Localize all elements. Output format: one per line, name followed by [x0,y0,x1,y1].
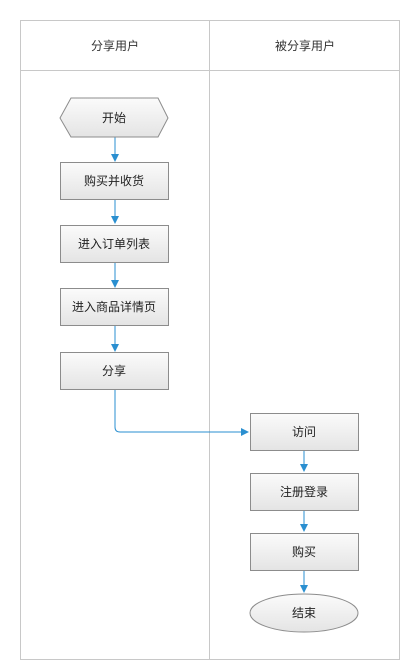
node-register-login-label: 注册登录 [280,484,328,499]
buy-receive-box [60,162,169,200]
register-login-box [250,473,359,511]
share-box [60,352,169,390]
start-hexagon [59,97,169,138]
lane-title-shared: 被分享用户 [275,38,335,53]
node-buy: 购买 [250,533,359,571]
node-product-detail: 进入商品详情页 [60,288,169,326]
node-end-label: 结束 [292,606,316,620]
connector-share-visit [114,390,249,436]
node-visit: 访问 [250,413,359,451]
lane-title-sharer: 分享用户 [91,38,139,53]
product-detail-box [60,288,169,326]
order-list-box [60,225,169,263]
node-order-list: 进入订单列表 [60,225,169,263]
buy-box [250,533,359,571]
visit-box [250,413,359,451]
node-register-login: 注册登录 [250,473,359,511]
node-product-detail-label: 进入商品详情页 [72,299,156,314]
node-visit-label: 访问 [292,425,316,439]
node-share-label: 分享 [102,363,126,378]
node-buy-receive-label: 购买并收货 [84,173,144,188]
end-ellipse [249,593,359,633]
node-start: 开始 [59,97,169,138]
node-order-list-label: 进入订单列表 [78,237,150,251]
connectors [111,137,308,593]
node-share: 分享 [60,352,169,390]
node-end: 结束 [249,593,359,633]
node-start-label: 开始 [102,111,126,125]
node-buy-receive: 购买并收货 [60,162,169,200]
node-buy-label: 购买 [292,544,316,559]
